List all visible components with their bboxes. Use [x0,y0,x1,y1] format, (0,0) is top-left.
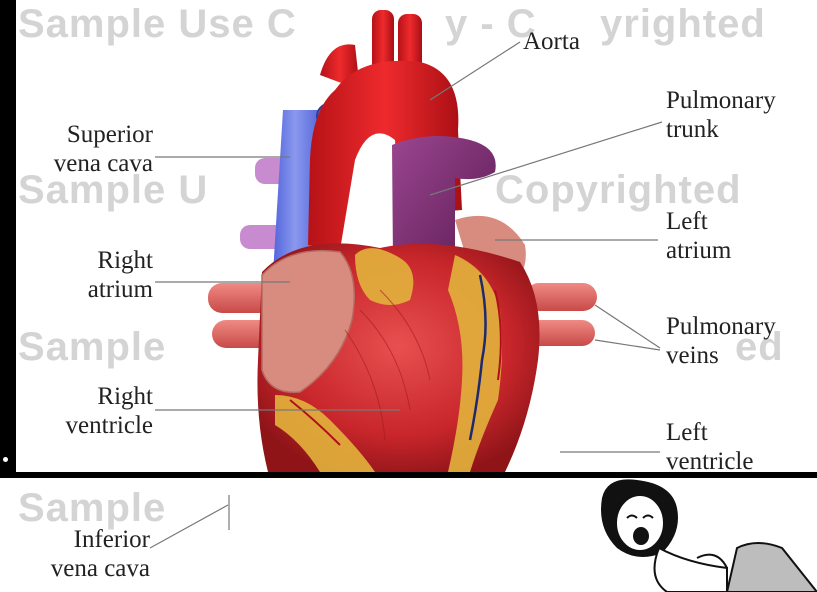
cartoon-body [727,543,817,592]
cartoon-mouth [633,527,649,545]
leader-line-aorta [430,42,520,100]
leader-line-inferior-vena-cava [150,505,228,548]
cartoon-collar [655,548,728,592]
label-aorta: Aorta [523,27,580,56]
screaming-woman-cartoon [577,478,817,592]
